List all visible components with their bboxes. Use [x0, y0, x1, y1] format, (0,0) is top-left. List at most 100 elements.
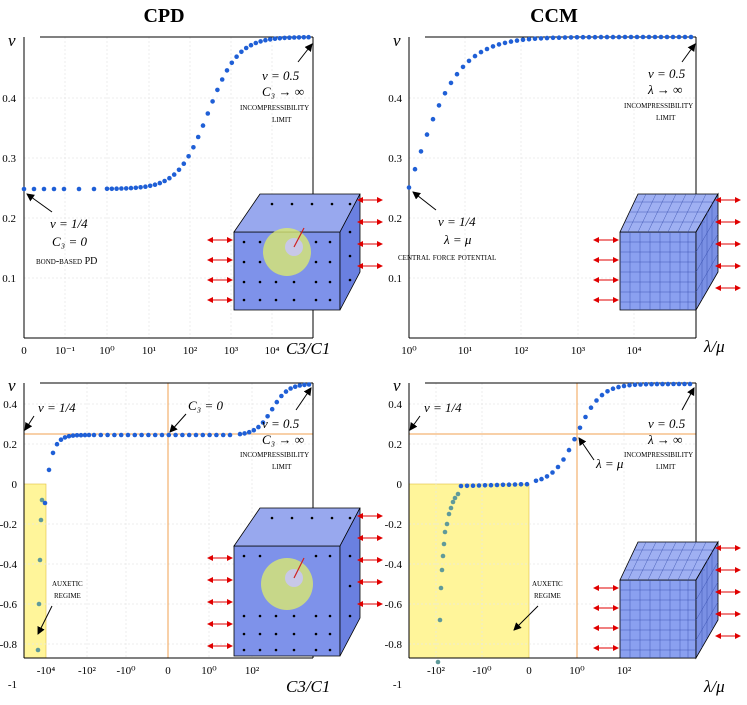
- data-point: [441, 541, 447, 547]
- data-point: [157, 180, 163, 186]
- data-point: [306, 382, 312, 387]
- x-tick: 10⁻¹: [55, 345, 75, 357]
- data-point: [616, 384, 621, 390]
- data-point: [649, 381, 654, 387]
- x-tick: -10⁰: [472, 665, 492, 677]
- data-point: [583, 414, 588, 420]
- data-point: [152, 182, 158, 187]
- series-points: [406, 34, 694, 190]
- data-point: [460, 64, 466, 70]
- data-point: [598, 34, 604, 40]
- data-point: [676, 34, 682, 40]
- data-point: [550, 35, 556, 41]
- data-point: [296, 35, 302, 40]
- data-point: [54, 441, 60, 447]
- data-point: [114, 186, 119, 191]
- x-axis-label: λ/μ: [703, 677, 725, 696]
- y-tick: 0.1: [388, 273, 402, 285]
- data-point: [442, 91, 448, 96]
- x-tick: 10¹: [142, 345, 156, 357]
- data-point: [82, 432, 88, 438]
- data-point: [39, 497, 45, 503]
- data-point: [104, 186, 110, 192]
- data-point: [610, 34, 616, 40]
- series-points: [21, 34, 311, 192]
- data-point: [138, 185, 143, 190]
- data-point: [246, 429, 252, 435]
- data-point: [205, 111, 211, 116]
- data-point: [105, 432, 110, 438]
- data-point: [627, 382, 632, 388]
- x-tick: -10⁴: [37, 665, 56, 677]
- data-point: [550, 470, 555, 475]
- data-point: [524, 481, 530, 487]
- data-point: [594, 398, 599, 403]
- annotation: ν = 1/4: [438, 214, 476, 229]
- data-point: [301, 35, 307, 40]
- data-point: [568, 35, 574, 40]
- data-point: [544, 35, 550, 41]
- data-point: [682, 34, 688, 40]
- panel-cpd-top: ν C3/C1 0.4 0.3 0.2 0.1 0 10⁻¹ 10⁰ 10¹ 1…: [2, 31, 383, 358]
- x-tick: 10²: [245, 665, 260, 677]
- data-point: [586, 34, 592, 40]
- data-point: [574, 35, 580, 40]
- data-point: [215, 87, 220, 93]
- data-point: [472, 53, 478, 59]
- data-point: [195, 134, 201, 140]
- x-tick: 10⁰: [201, 665, 217, 677]
- annotation: C₃ = 0: [188, 398, 223, 413]
- data-point: [438, 585, 444, 591]
- data-point: [664, 34, 670, 40]
- data-point: [452, 495, 458, 501]
- data-point: [306, 34, 311, 40]
- data-point: [176, 167, 182, 173]
- data-point: [643, 382, 649, 387]
- data-point: [646, 34, 652, 40]
- data-point: [210, 99, 215, 104]
- data-point: [670, 34, 676, 40]
- annotation: ν = 0.5: [262, 68, 300, 83]
- data-point: [455, 491, 461, 497]
- data-point: [424, 132, 430, 137]
- data-point: [418, 149, 424, 154]
- data-point: [506, 482, 512, 488]
- data-point: [181, 161, 187, 166]
- data-point: [599, 392, 605, 398]
- data-point: [628, 34, 634, 40]
- data-point: [21, 186, 27, 192]
- data-point: [91, 186, 97, 192]
- x-tick: -10²: [78, 665, 97, 677]
- data-point: [78, 432, 84, 438]
- data-point: [526, 36, 532, 42]
- x-tick: -10²: [427, 665, 446, 677]
- data-point: [143, 184, 148, 189]
- y-axis-label: ν: [393, 376, 401, 395]
- data-point: [200, 123, 206, 128]
- data-point: [258, 39, 263, 44]
- x-tick: 10⁴: [265, 345, 280, 357]
- data-point: [76, 186, 82, 192]
- data-point: [277, 36, 283, 41]
- data-point: [74, 433, 80, 438]
- annotation: limit: [272, 461, 292, 472]
- data-point: [167, 175, 172, 181]
- data-point: [676, 381, 682, 387]
- data-point: [621, 383, 627, 389]
- data-point: [671, 381, 676, 387]
- data-point: [444, 521, 450, 527]
- data-point: [604, 34, 610, 40]
- y-tick: -0.8: [0, 639, 17, 651]
- data-point: [224, 68, 230, 73]
- data-point: [448, 80, 454, 86]
- y-tick: 0.4: [388, 93, 402, 105]
- data-point: [38, 517, 44, 523]
- data-point: [544, 474, 550, 479]
- data-point: [430, 116, 436, 122]
- data-point: [556, 35, 562, 40]
- peridynamic-cube-image: [207, 507, 383, 657]
- data-point: [562, 35, 568, 40]
- annotation: C₃ = 0: [52, 234, 87, 249]
- data-point: [234, 54, 239, 59]
- data-point: [31, 186, 37, 192]
